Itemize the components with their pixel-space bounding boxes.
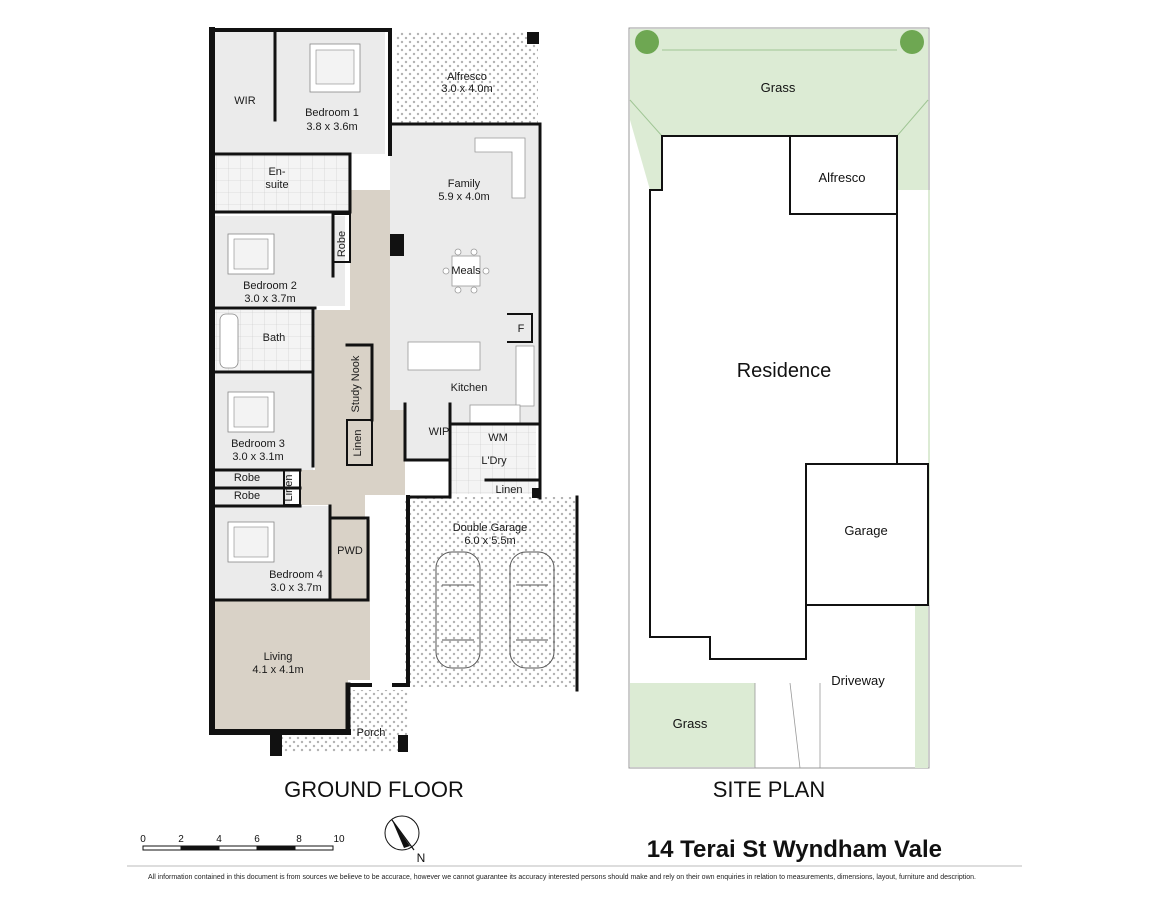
kitchen-island — [407, 341, 481, 371]
label-bedroom1-size: 3.8 x 3.6m — [306, 121, 357, 133]
compass-icon: N — [384, 815, 426, 865]
garage-floor — [405, 497, 577, 687]
scale-tick-2: 2 — [178, 834, 184, 845]
label-ensuite-2: suite — [265, 179, 288, 191]
site-garage — [805, 463, 929, 606]
scale-tick-8: 8 — [296, 834, 302, 845]
tree-icon — [900, 30, 924, 54]
scale-tick-6: 6 — [254, 834, 260, 845]
label-living-name: Living — [264, 651, 293, 663]
site-label-alfresco: Alfresco — [819, 170, 866, 185]
room-labels: WIR Bedroom 1 3.8 x 3.6m Alfresco 3.0 x … — [231, 71, 527, 739]
label-laundry: L'Dry — [481, 455, 507, 467]
compass-label: N — [417, 851, 426, 865]
car-right — [509, 551, 555, 669]
label-bedroom1-name: Bedroom 1 — [305, 107, 359, 119]
site-plan-title: SITE PLAN — [713, 777, 825, 802]
bathtub — [219, 313, 239, 369]
scale-tick-0: 0 — [140, 834, 146, 845]
tree-icon — [635, 30, 659, 54]
label-linen-bed: Linen — [283, 475, 295, 502]
label-bath: Bath — [263, 332, 286, 344]
disclaimer: All information contained in this docume… — [148, 874, 976, 881]
label-linen-hall: Linen — [352, 430, 364, 457]
label-wip: WIP — [429, 426, 450, 438]
walls — [209, 27, 579, 735]
label-family-size: 5.9 x 4.0m — [438, 191, 489, 203]
label-robe-bed2: Robe — [336, 231, 348, 257]
label-robe-a: Robe — [234, 472, 260, 484]
site-label-driveway: Driveway — [831, 673, 885, 688]
bed-bedroom3 — [227, 391, 275, 433]
label-porch: Porch — [357, 727, 386, 739]
label-bedroom4-size: 3.0 x 3.7m — [270, 582, 321, 594]
label-wm: WM — [488, 432, 508, 444]
grass-top — [630, 29, 930, 768]
label-garage-size: 6.0 x 5.5m — [464, 535, 515, 547]
residence-outline — [649, 135, 898, 660]
label-ensuite-1: En- — [268, 166, 285, 178]
label-meals: Meals — [451, 265, 481, 277]
grass-bottom — [630, 683, 755, 767]
label-wir: WIR — [234, 95, 255, 107]
site-label-residence: Residence — [737, 360, 832, 382]
label-pwd: PWD — [337, 545, 363, 557]
label-study-nook: Study Nook — [350, 355, 362, 412]
bed-bedroom1 — [309, 43, 361, 93]
ground-floor-title: GROUND FLOOR — [284, 777, 464, 802]
label-kitchen: Kitchen — [451, 382, 488, 394]
label-alfresco-size: 3.0 x 4.0m — [441, 83, 492, 95]
label-linen-laundry: Linen — [496, 484, 523, 496]
label-bedroom3-name: Bedroom 3 — [231, 438, 285, 450]
label-fridge: F — [518, 323, 525, 335]
hallway — [212, 190, 405, 732]
label-living-size: 4.1 x 4.1m — [252, 664, 303, 676]
alfresco-area — [395, 32, 538, 124]
car-left — [435, 551, 481, 669]
label-bedroom3-size: 3.0 x 3.1m — [232, 451, 283, 463]
scale-tick-10: 10 — [333, 834, 345, 845]
site-label-grass-bottom: Grass — [673, 716, 708, 731]
label-alfresco-name: Alfresco — [447, 71, 487, 83]
site-alfresco — [789, 135, 898, 215]
scale-bar: 0 2 4 6 8 10 — [140, 834, 345, 851]
meals-table — [451, 255, 481, 287]
ground-floor-plan — [209, 27, 579, 756]
label-bedroom2-name: Bedroom 2 — [243, 280, 297, 292]
bed-bedroom4 — [227, 521, 275, 563]
label-family-name: Family — [448, 178, 481, 190]
property-address: 14 Terai St Wyndham Vale — [647, 836, 942, 863]
site-label-grass-top: Grass — [761, 80, 796, 95]
label-garage-name: Double Garage — [453, 522, 528, 534]
label-bedroom2-size: 3.0 x 3.7m — [244, 293, 295, 305]
site-plan — [628, 27, 930, 769]
scale-tick-4: 4 — [216, 834, 222, 845]
label-bedroom4-name: Bedroom 4 — [269, 569, 323, 581]
bed-bedroom2 — [227, 233, 275, 275]
label-robe-b: Robe — [234, 490, 260, 502]
site-label-garage: Garage — [844, 523, 887, 538]
